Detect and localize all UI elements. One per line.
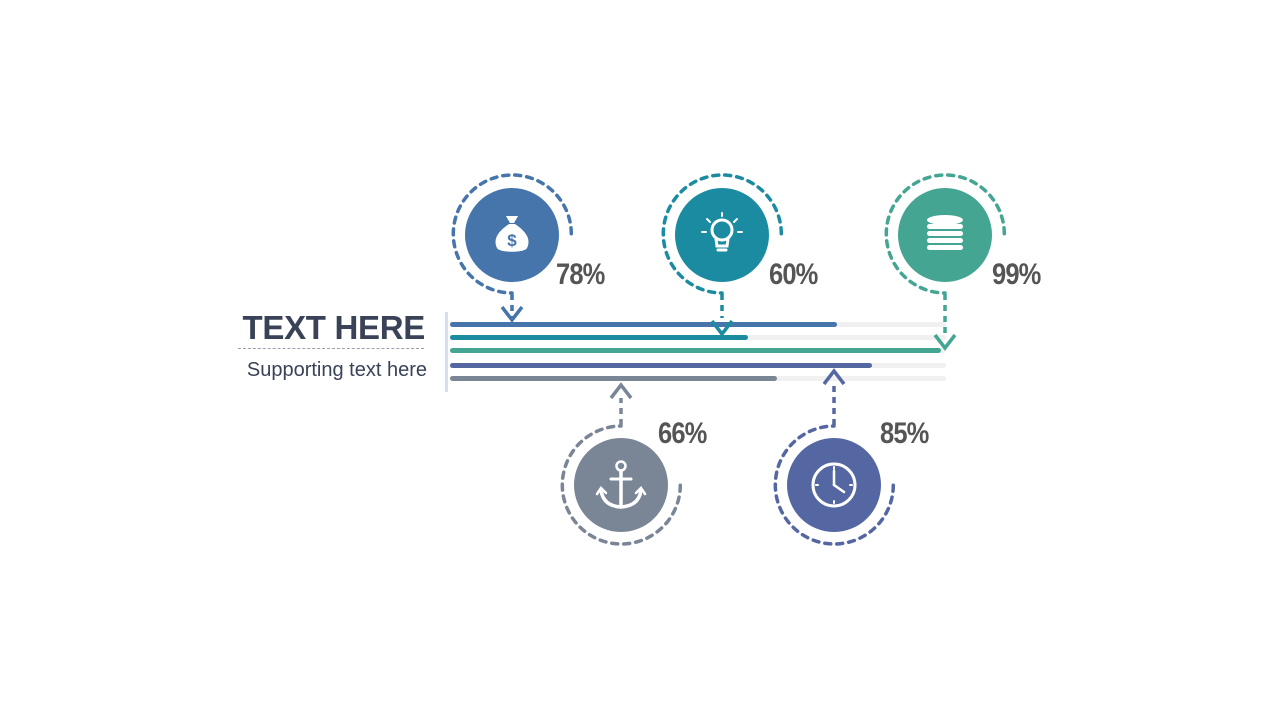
bar-track bbox=[450, 376, 946, 381]
bar-fill-clock bbox=[450, 363, 872, 368]
bar-fill-database bbox=[450, 348, 941, 353]
percent-label-anchor: 66% bbox=[658, 417, 707, 450]
bar-track bbox=[450, 348, 946, 353]
main-heading: TEXT HERE bbox=[242, 309, 426, 346]
clock-icon bbox=[811, 462, 857, 508]
heading-divider bbox=[238, 348, 424, 349]
axis-line bbox=[445, 312, 448, 392]
percent-label-database: 99% bbox=[992, 258, 1041, 291]
bar-track bbox=[450, 335, 946, 340]
bar-fill-anchor bbox=[450, 376, 777, 381]
idea-marker bbox=[661, 173, 784, 337]
bar-track bbox=[450, 363, 946, 368]
lightbulb-icon bbox=[701, 212, 743, 252]
svg-text:$: $ bbox=[507, 231, 517, 250]
bar-track bbox=[450, 322, 946, 327]
supporting-text: Supporting text here bbox=[246, 359, 427, 381]
bar-fill-money bbox=[450, 322, 837, 327]
anchor-marker bbox=[560, 382, 683, 546]
percent-label-money: 78% bbox=[556, 258, 605, 291]
clock-marker bbox=[773, 368, 896, 546]
percent-label-clock: 85% bbox=[880, 417, 929, 450]
percent-label-idea: 60% bbox=[769, 258, 818, 291]
money-marker: $ bbox=[451, 173, 574, 323]
bar-fill-idea bbox=[450, 335, 748, 340]
anchor-icon bbox=[595, 460, 647, 509]
database-icon bbox=[927, 215, 963, 250]
database-marker bbox=[884, 173, 1007, 351]
money-bag-icon: $ bbox=[495, 216, 529, 252]
